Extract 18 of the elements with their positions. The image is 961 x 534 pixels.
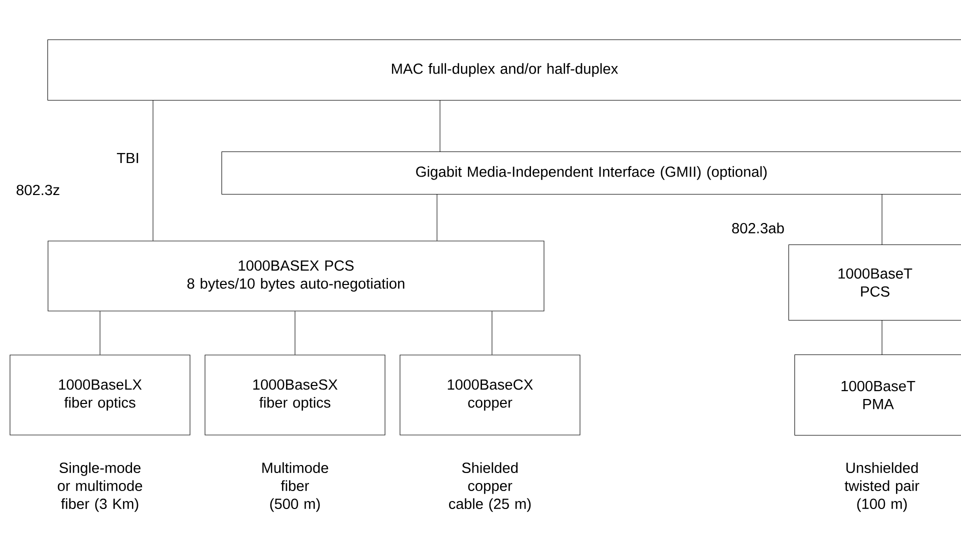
connector-line	[436, 194, 438, 241]
media-caption: Shielded copper cable (25 m)	[449, 462, 531, 512]
box: MAC full-duplex and/or half-duplex	[47, 39, 961, 101]
box: 1000BaseCX copper	[400, 354, 580, 436]
box: 1000BaseSX fiber optics	[204, 354, 386, 436]
box: 1000BaseT PCS	[788, 244, 961, 320]
media-caption: Unshielded twisted pair (100 m)	[844, 462, 920, 512]
connector-line	[294, 311, 296, 355]
media-caption: Single-mode or multimode fiber (3 Km)	[58, 462, 142, 512]
media-caption: Multimode fiber (500 m)	[262, 462, 328, 512]
box: 1000BASEX PCS 8 bytes/10 bytes auto-negotiation	[48, 240, 544, 312]
interface-label: 802.3ab	[732, 222, 784, 234]
box: Gigabit Media-Independent Interface (GMII) (optional)	[222, 151, 961, 195]
interface-label: TBI	[116, 152, 138, 164]
interface-label: 802.3z	[16, 184, 60, 196]
box: 1000BaseLX fiber optics	[10, 354, 190, 436]
box: 1000BaseT PMA	[794, 354, 961, 436]
connector-line	[152, 100, 154, 241]
